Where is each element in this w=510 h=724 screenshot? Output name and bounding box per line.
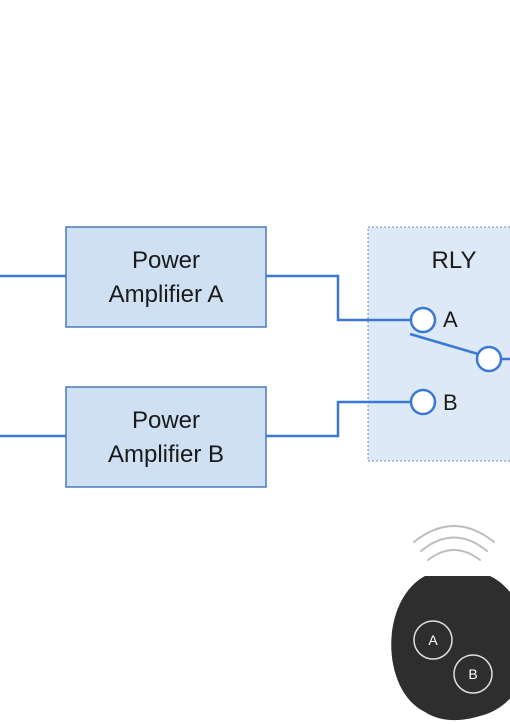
remote-button-b-label: B	[468, 666, 477, 682]
relay-port-b-label: B	[443, 390, 458, 415]
power-amplifier-a-label-line1: Power	[132, 247, 200, 274]
remote-button-a-label: A	[428, 632, 438, 648]
power-amplifier-b: Power Amplifier B	[65, 386, 267, 488]
relay-port-a-label: A	[443, 307, 458, 332]
remote-control: A B	[391, 576, 510, 721]
power-amplifier-b-label-line2: Amplifier B	[108, 441, 224, 468]
relay-title: RLY	[432, 247, 477, 274]
relay: RLY	[367, 226, 510, 462]
wireless-signal-icon	[413, 525, 495, 561]
power-amplifier-a: Power Amplifier A	[65, 226, 267, 328]
wire-amp-b-to-relay	[266, 400, 410, 438]
power-amplifier-a-label-line2: Amplifier A	[109, 281, 224, 308]
power-amplifier-a-box	[65, 226, 267, 328]
power-amplifier-b-label-line1: Power	[132, 407, 200, 434]
power-amplifier-b-box	[65, 386, 267, 488]
relay-box	[367, 226, 510, 462]
relay-switch-arm	[409, 332, 479, 356]
relay-contact-common	[475, 345, 503, 373]
remote-button-b[interactable]: B	[453, 654, 493, 694]
relay-contact-a	[409, 306, 437, 334]
wire-amp-a-to-relay	[266, 274, 410, 322]
relay-contact-b	[409, 388, 437, 416]
remote-button-a[interactable]: A	[413, 620, 453, 660]
